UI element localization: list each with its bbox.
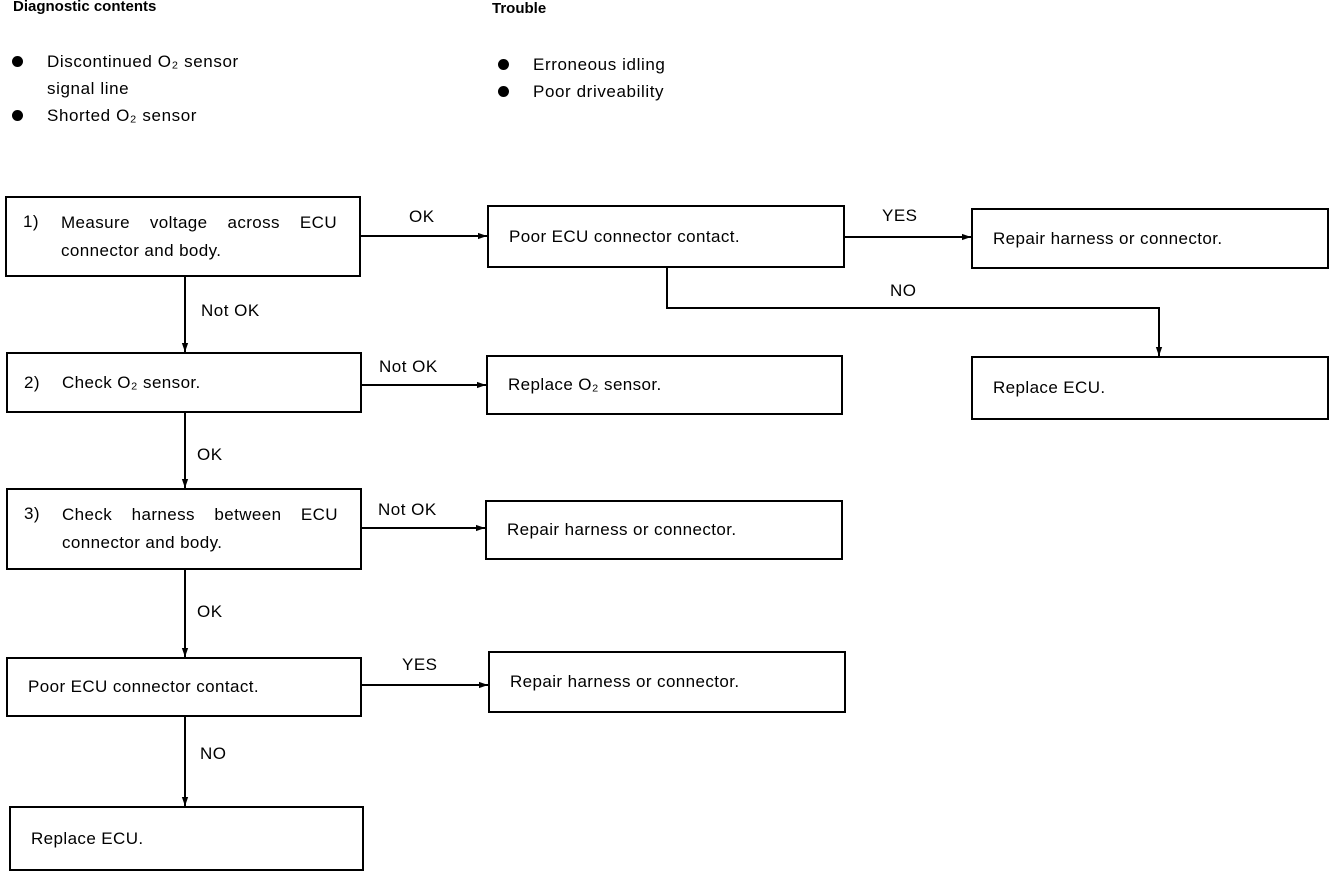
trouble-heading: Trouble bbox=[492, 0, 547, 17]
step-text: Check harness between ECU connector and … bbox=[62, 505, 338, 552]
trouble-list: Erroneous idling Poor driveability bbox=[498, 51, 798, 105]
repair-box-2: Repair harness or connector. bbox=[485, 500, 843, 560]
step-number: 1) bbox=[23, 212, 39, 231]
label-ok-step2: OK bbox=[197, 445, 223, 464]
trouble-item: Poor driveability bbox=[498, 78, 798, 105]
bullet-icon bbox=[498, 59, 509, 70]
step-text: Measure voltage across ECU connector and… bbox=[61, 212, 337, 260]
diagnostic-item: Shorted O₂ sensor bbox=[12, 102, 292, 129]
label-no-contact2: NO bbox=[200, 744, 227, 763]
step-2-box: 2) Check O₂ sensor. bbox=[6, 352, 362, 413]
arrow-contact1-no bbox=[666, 268, 1163, 356]
label-not-ok-step1: Not OK bbox=[201, 301, 260, 320]
repair-box-1: Repair harness or connector. bbox=[971, 208, 1329, 269]
trouble-item: Erroneous idling bbox=[498, 51, 798, 78]
label-yes-contact1: YES bbox=[882, 206, 918, 225]
step-1-box: 1) Measure voltage across ECU connector … bbox=[5, 196, 361, 277]
bullet-icon bbox=[12, 110, 23, 121]
label-ok-step3: OK bbox=[197, 602, 223, 621]
step-number: 3) bbox=[24, 504, 40, 523]
replace-ecu-box-2: Replace ECU. bbox=[9, 806, 364, 871]
diagnostic-item: Discontinued O₂ sensor signal line bbox=[12, 48, 292, 102]
bullet-icon bbox=[498, 86, 509, 97]
poor-contact-box-1: Poor ECU connector contact. bbox=[487, 205, 845, 268]
diagnostic-contents-heading: Diagnostic contents bbox=[13, 0, 157, 15]
diagnostic-list: Discontinued O₂ sensor signal line Short… bbox=[12, 48, 292, 129]
label-no-contact1: NO bbox=[890, 281, 917, 300]
replace-o2-box: Replace O₂ sensor. bbox=[486, 355, 843, 415]
bullet-icon bbox=[12, 56, 23, 67]
label-not-ok-step3: Not OK bbox=[378, 500, 437, 519]
step-3-box: 3) Check harness between ECU connector a… bbox=[6, 488, 362, 570]
label-not-ok-step2: Not OK bbox=[379, 357, 438, 376]
label-ok-step1: OK bbox=[409, 207, 435, 226]
repair-box-3: Repair harness or connector. bbox=[488, 651, 846, 713]
poor-contact-box-2: Poor ECU connector contact. bbox=[6, 657, 362, 717]
label-yes-contact2: YES bbox=[402, 655, 438, 674]
replace-ecu-box-1: Replace ECU. bbox=[971, 356, 1329, 420]
step-number: 2) bbox=[24, 372, 40, 392]
step-text: Check O₂ sensor. bbox=[62, 372, 201, 392]
